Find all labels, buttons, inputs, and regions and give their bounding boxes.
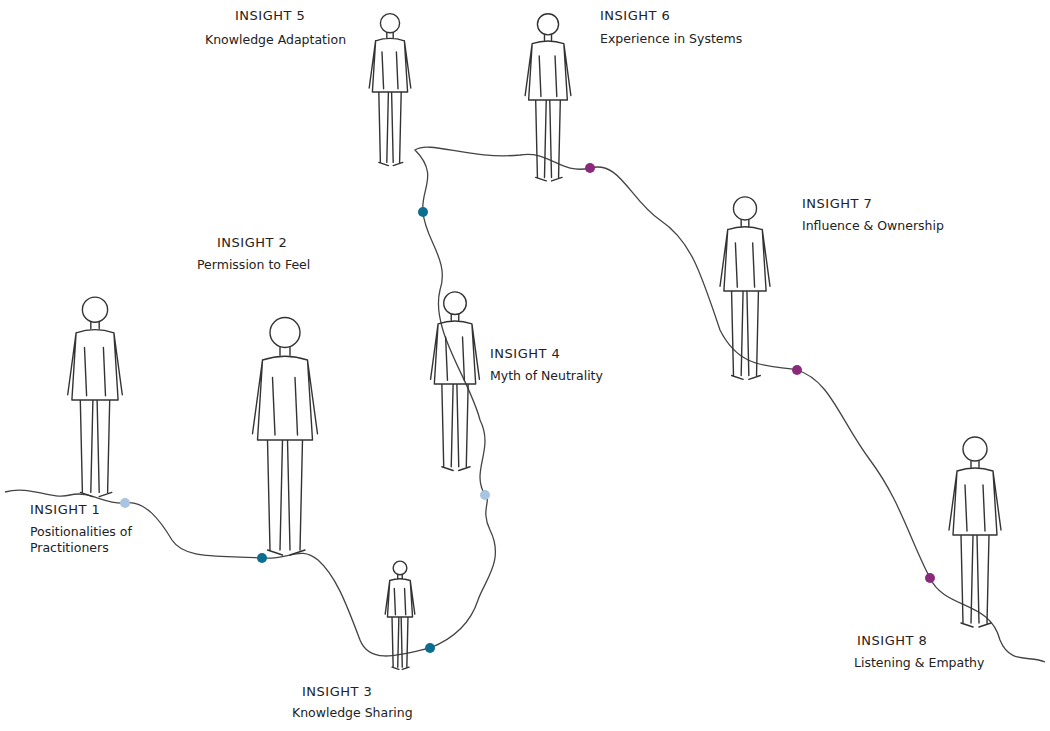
insight-number: INSIGHT 3 — [300, 684, 374, 700]
person-figure — [720, 197, 770, 379]
path-dot — [257, 553, 267, 563]
insight-title: Myth of Neutrality — [488, 368, 605, 384]
insight-number: INSIGHT 1 — [28, 502, 102, 518]
path-dot — [425, 643, 435, 653]
insight-number: INSIGHT 4 — [488, 346, 562, 362]
insight-number: INSIGHT 7 — [800, 196, 874, 212]
path-dot — [480, 490, 490, 500]
insight-title: Knowledge Adaptation — [203, 32, 348, 48]
person-figure — [525, 14, 571, 181]
insight-number: INSIGHT 2 — [215, 235, 289, 251]
insight-title: Listening & Empathy — [852, 655, 986, 671]
insight-title: Positionalities of Practitioners — [28, 524, 148, 555]
insight-title: Knowledge Sharing — [290, 705, 415, 721]
insight-number: INSIGHT 6 — [598, 8, 672, 24]
person-figure — [369, 14, 411, 166]
path-dot — [925, 573, 935, 583]
path-dot — [792, 365, 802, 375]
person-figure — [385, 561, 415, 669]
person-figure — [949, 437, 1001, 627]
journey-path — [5, 147, 1045, 662]
insight-title: Influence & Ownership — [800, 218, 946, 234]
path-dot — [120, 498, 130, 508]
path-dot — [418, 207, 428, 217]
insight-title: Permission to Feel — [195, 257, 312, 273]
person-figure — [253, 318, 318, 556]
insight-title: Experience in Systems — [598, 31, 744, 47]
insight-number: INSIGHT 5 — [233, 8, 307, 24]
insight-number: INSIGHT 8 — [855, 633, 929, 649]
person-figure — [431, 292, 480, 471]
path-dot — [585, 163, 595, 173]
person-figure — [68, 297, 123, 496]
